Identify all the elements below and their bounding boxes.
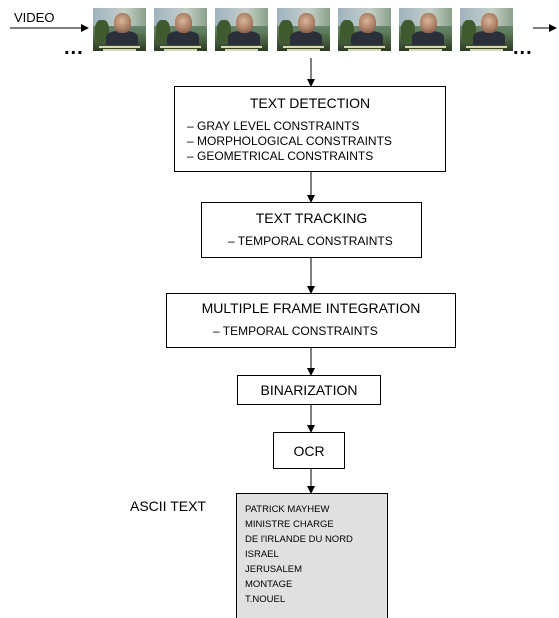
video-frame-thumbnail [277, 8, 330, 51]
ascii-output-line: MINISTRE CHARGE [245, 519, 334, 530]
video-frame-thumbnail [93, 8, 146, 51]
ellipsis-right: ... [513, 37, 533, 59]
video-frame-thumbnail [399, 8, 452, 51]
binarization-title: BINARIZATION [260, 382, 358, 398]
ocr-title: OCR [293, 443, 325, 459]
text-tracking-temporal-constraint: – TEMPORAL CONSTRAINTS [228, 234, 393, 248]
morphological-constraint: – MORPHOLOGICAL CONSTRAINTS [187, 134, 392, 148]
ellipsis-left: ... [64, 37, 84, 59]
binarization-box: BINARIZATION [237, 375, 381, 405]
multiple-frame-integration-temporal-constraint: – TEMPORAL CONSTRAINTS [213, 324, 378, 338]
gray-level-constraint: – GRAY LEVEL CONSTRAINTS [187, 119, 360, 133]
text-tracking-title: TEXT TRACKING [255, 210, 368, 226]
ascii-output-line: DE l'IRLANDE DU NORD [245, 534, 353, 545]
ascii-output-line: JERUSALEM [245, 564, 303, 575]
video-frame-thumbnail [338, 8, 391, 51]
geometrical-constraint: – GEOMETRICAL CONSTRAINTS [187, 149, 374, 163]
video-frame-thumbnail [154, 8, 207, 51]
ascii-output-line: T.NOUEL [245, 594, 286, 605]
multiple-frame-integration-title: MULTIPLE FRAME INTEGRATION [201, 300, 421, 316]
ascii-output-line: ISRAEL [245, 549, 279, 560]
ascii-output-line: MONTAGE [245, 579, 293, 590]
multiple-frame-integration-box: MULTIPLE FRAME INTEGRATION – TEMPORAL CO… [166, 293, 456, 348]
ascii-text-label: ASCII TEXT [130, 498, 206, 514]
video-frame-thumbnail [460, 8, 513, 51]
video-label: VIDEO [14, 10, 55, 25]
ascii-output-box: PATRICK MAYHEW MINISTRE CHARGE DE l'IRLA… [236, 493, 388, 618]
ascii-output-line: PATRICK MAYHEW [245, 504, 330, 515]
video-frame-thumbnail [215, 8, 268, 51]
text-detection-box: TEXT DETECTION – GRAY LEVEL CONSTRAINTS … [174, 86, 446, 172]
text-tracking-box: TEXT TRACKING – TEMPORAL CONSTRAINTS [201, 202, 422, 258]
ocr-box: OCR [273, 432, 345, 469]
text-detection-title: TEXT DETECTION [249, 95, 371, 111]
